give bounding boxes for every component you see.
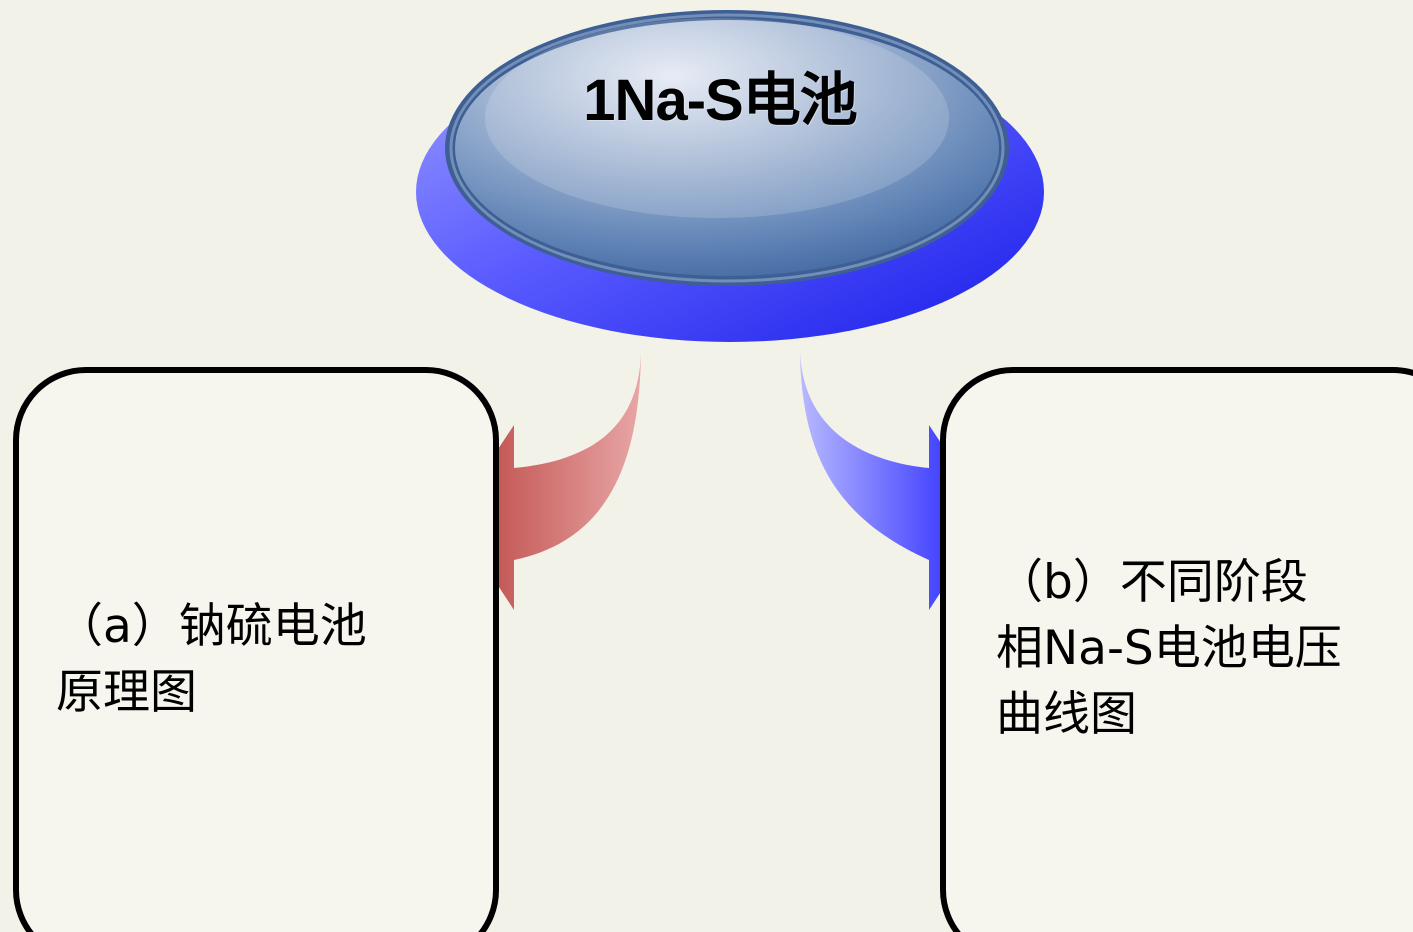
right-box-line-1: （b）不同阶段	[996, 555, 1308, 610]
right-box	[940, 367, 1413, 932]
left-box	[13, 367, 499, 932]
disc-top-surface	[455, 20, 999, 276]
title-disc	[416, 10, 1044, 342]
right-box-line-3: 曲线图	[996, 687, 1137, 742]
left-box-line-2: 原理图	[56, 665, 197, 720]
disc-highlight	[485, 18, 949, 218]
diagram-title: 1Na-S电池	[583, 68, 857, 133]
right-box-line-2: 相Na-S电池电压	[996, 621, 1342, 676]
arrow-left	[453, 350, 641, 610]
right-box-label: （b）不同阶段 相Na-S电池电压 曲线图	[996, 550, 1406, 748]
left-box-line-1: （a）钠硫电池	[56, 599, 367, 654]
disc-rim-line	[449, 13, 1005, 283]
left-box-label: （a）钠硫电池 原理图	[56, 594, 486, 726]
